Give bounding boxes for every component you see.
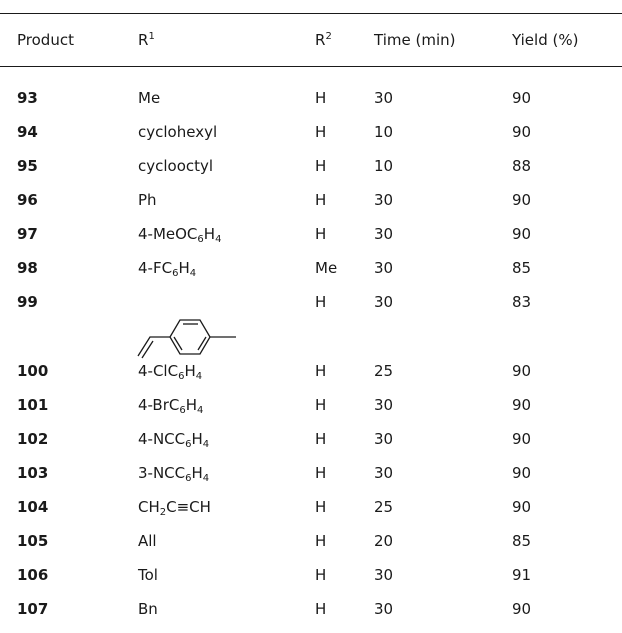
product-number: 105 (17, 532, 49, 550)
time-value: 30 (374, 396, 394, 414)
yield-value: 91 (512, 566, 532, 584)
r2-value: H (315, 157, 327, 175)
r1-value: Me (138, 89, 161, 107)
table-row: 102 4-NCC6H4 H 30 90 (0, 426, 622, 452)
product-number: 95 (17, 157, 38, 175)
top-rule (0, 13, 622, 14)
header-rule (0, 66, 622, 67)
yield-value: 90 (512, 191, 532, 209)
r1-value: 4-MeOC6H4 (138, 225, 222, 245)
yield-value: 83 (512, 293, 532, 311)
product-number: 102 (17, 430, 49, 448)
yield-value: 90 (512, 123, 532, 141)
product-number: 103 (17, 464, 49, 482)
r1-value: cyclooctyl (138, 157, 214, 175)
r1-value: 4-FC6H4 (138, 259, 197, 279)
product-number: 100 (17, 362, 49, 380)
table-row: 97 4-MeOC6H4 H 30 90 (0, 221, 622, 247)
product-number: 101 (17, 396, 49, 414)
r2-value: H (315, 362, 327, 380)
product-number: 94 (17, 123, 38, 141)
table-row: 101 4-BrC6H4 H 30 90 (0, 392, 622, 418)
time-value: 25 (374, 498, 394, 516)
r1-value: Bn (138, 600, 158, 618)
r1-value: 3-NCC6H4 (138, 464, 210, 484)
header-r2: R2 (315, 31, 332, 49)
time-value: 30 (374, 600, 394, 618)
r2-value: H (315, 225, 327, 243)
r2-value: H (315, 123, 327, 141)
header-product: Product (17, 31, 74, 49)
r2-value: H (315, 600, 327, 618)
product-number: 98 (17, 259, 38, 277)
r1-value: cyclohexyl (138, 123, 218, 141)
time-value: 30 (374, 89, 394, 107)
product-number: 99 (17, 293, 38, 311)
time-value: 30 (374, 259, 394, 277)
time-value: 30 (374, 566, 394, 584)
product-number: 106 (17, 566, 49, 584)
r1-value: CH2C≡CH (138, 498, 211, 518)
r1-value: 4-ClC6H4 (138, 362, 203, 382)
r1-value: All (138, 532, 157, 550)
time-value: 20 (374, 532, 394, 550)
yield-value: 90 (512, 89, 532, 107)
yield-value: 90 (512, 396, 532, 414)
r1-value: 4-BrC6H4 (138, 396, 204, 416)
r1-value: Ph (138, 191, 157, 209)
r1-value: 4-NCC6H4 (138, 430, 210, 450)
table-row: 98 4-FC6H4 Me 30 85 (0, 255, 622, 281)
yield-value: 85 (512, 532, 532, 550)
table-row: 93 Me H 30 90 (0, 85, 622, 111)
r2-value: H (315, 191, 327, 209)
table-row: 99 H 30 83 (0, 289, 622, 315)
header-r1: R1 (138, 31, 155, 49)
time-value: 30 (374, 293, 394, 311)
table-row: 95 cyclooctyl H 10 88 (0, 153, 622, 179)
product-number: 104 (17, 498, 49, 516)
yield-value: 90 (512, 362, 532, 380)
table-row: 104 CH2C≡CH H 25 90 (0, 494, 622, 520)
table-row: 106 Tol H 30 91 (0, 562, 622, 588)
time-value: 30 (374, 430, 394, 448)
header-row: Product R1 R2 Time (min) Yield (%) (0, 27, 622, 53)
r2-value: H (315, 293, 327, 311)
time-value: 10 (374, 123, 394, 141)
yield-value: 90 (512, 600, 532, 618)
r2-value: H (315, 498, 327, 516)
r2-value: H (315, 89, 327, 107)
product-number: 96 (17, 191, 38, 209)
header-time: Time (min) (374, 31, 456, 49)
product-number: 107 (17, 600, 49, 618)
time-value: 25 (374, 362, 394, 380)
time-value: 30 (374, 225, 394, 243)
table-row: 105 All H 20 85 (0, 528, 622, 554)
r2-value: Me (315, 259, 338, 277)
r2-value: H (315, 532, 327, 550)
yield-value: 90 (512, 464, 532, 482)
yield-value: 85 (512, 259, 532, 277)
yield-value: 88 (512, 157, 532, 175)
r2-value: H (315, 430, 327, 448)
time-value: 30 (374, 464, 394, 482)
table-row: 94 cyclohexyl H 10 90 (0, 119, 622, 145)
r1-value: Tol (138, 566, 158, 584)
r2-value: H (315, 464, 327, 482)
vinylphenyl-tolyl-structure (137, 319, 236, 359)
table-row: 100 4-ClC6H4 H 25 90 (0, 358, 622, 384)
yield-value: 90 (512, 430, 532, 448)
yield-value: 90 (512, 498, 532, 516)
product-number: 97 (17, 225, 38, 243)
time-value: 10 (374, 157, 394, 175)
table-row: 103 3-NCC6H4 H 30 90 (0, 460, 622, 486)
header-yield: Yield (%) (512, 31, 579, 49)
table-row: 96 Ph H 30 90 (0, 187, 622, 213)
product-number: 93 (17, 89, 38, 107)
time-value: 30 (374, 191, 394, 209)
r2-value: H (315, 566, 327, 584)
yield-value: 90 (512, 225, 532, 243)
table-row: 107 Bn H 30 90 (0, 596, 622, 622)
r2-value: H (315, 396, 327, 414)
